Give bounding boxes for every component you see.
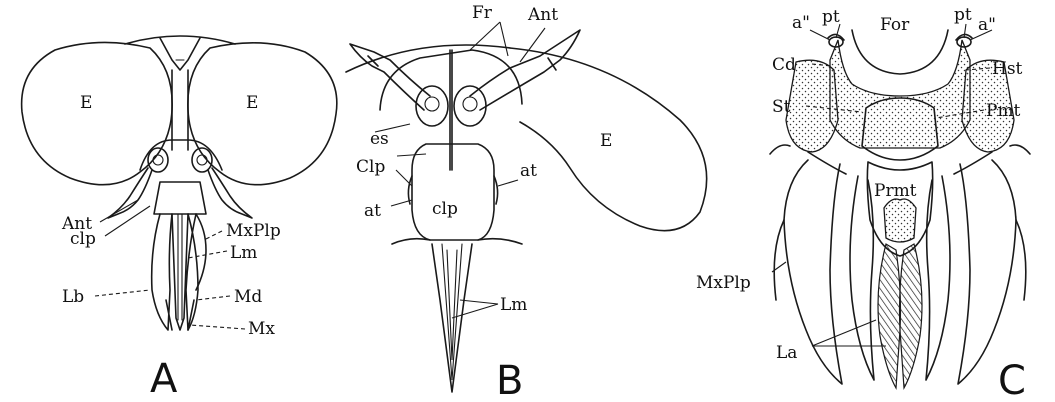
label-hypostoma: Hst: [992, 59, 1023, 79]
right-antenna: [470, 30, 580, 110]
right-antenna: [208, 168, 252, 218]
label-clypeus: clp: [432, 199, 458, 219]
left-eye: [22, 42, 173, 184]
label-eye-right: E: [246, 93, 258, 113]
label-maxilla: Mx: [248, 319, 275, 339]
label-mandible: Md: [234, 287, 262, 307]
panel-a-letter: A: [150, 356, 178, 402]
label-clypeus-upper: Clp: [356, 157, 385, 177]
panel-a-head: [22, 36, 337, 330]
panel-b: Fr Ant es E Clp at at clp Lm B: [346, 3, 707, 402]
left-antenna: [108, 168, 152, 218]
labella-left: [878, 244, 901, 388]
label-antenna: Ant: [527, 5, 558, 25]
labella-right: [900, 244, 923, 388]
label-condyle-left: a": [792, 13, 810, 33]
hypostoma: [830, 40, 970, 148]
label-eye: E: [600, 131, 612, 151]
label-frons: Fr: [472, 3, 493, 23]
label-cardo: Cd: [772, 55, 796, 75]
label-tentorial-pit-left: at: [364, 201, 381, 221]
label-labium: Lb: [62, 287, 84, 307]
label-labella: La: [776, 343, 797, 363]
panel-b-letter: B: [496, 358, 523, 402]
maxillary-palp-right: [958, 160, 1016, 384]
label-labrum: Lm: [230, 243, 257, 263]
label-epicranial-suture: es: [370, 129, 389, 149]
label-maxillary-palp: MxPlp: [226, 221, 281, 241]
panel-c-letter: C: [998, 358, 1026, 402]
panel-c-head: [770, 30, 1030, 388]
foramen: [852, 30, 948, 74]
label-condyle-right: a": [978, 15, 996, 35]
left-antenna: [350, 44, 430, 110]
label-pit-right: pt: [954, 5, 972, 25]
label-clypeus: clp: [70, 229, 96, 249]
label-stipes: St: [772, 97, 791, 117]
label-labrum: Lm: [500, 295, 527, 315]
clypeus: [412, 144, 494, 240]
label-foramen: For: [880, 15, 910, 35]
label-maxillary-palp: MxPlp: [696, 273, 751, 293]
panel-b-head: [346, 30, 707, 392]
label-tentorial-pit-right: at: [520, 161, 537, 181]
label-prementum: Prmt: [874, 181, 917, 201]
panel-a: E E Ant clp MxPlp Lm Lb Md Mx A: [22, 36, 337, 402]
panel-c: a" pt For pt a" Cd Hst St Pmt Prmt MxPlp…: [696, 5, 1030, 402]
right-eye: [188, 43, 337, 185]
label-pit-left: pt: [822, 7, 840, 27]
clypeus: [154, 182, 206, 214]
label-eye-left: E: [80, 93, 92, 113]
label-postmentum: Pmt: [986, 101, 1021, 121]
labrum: [172, 214, 188, 330]
